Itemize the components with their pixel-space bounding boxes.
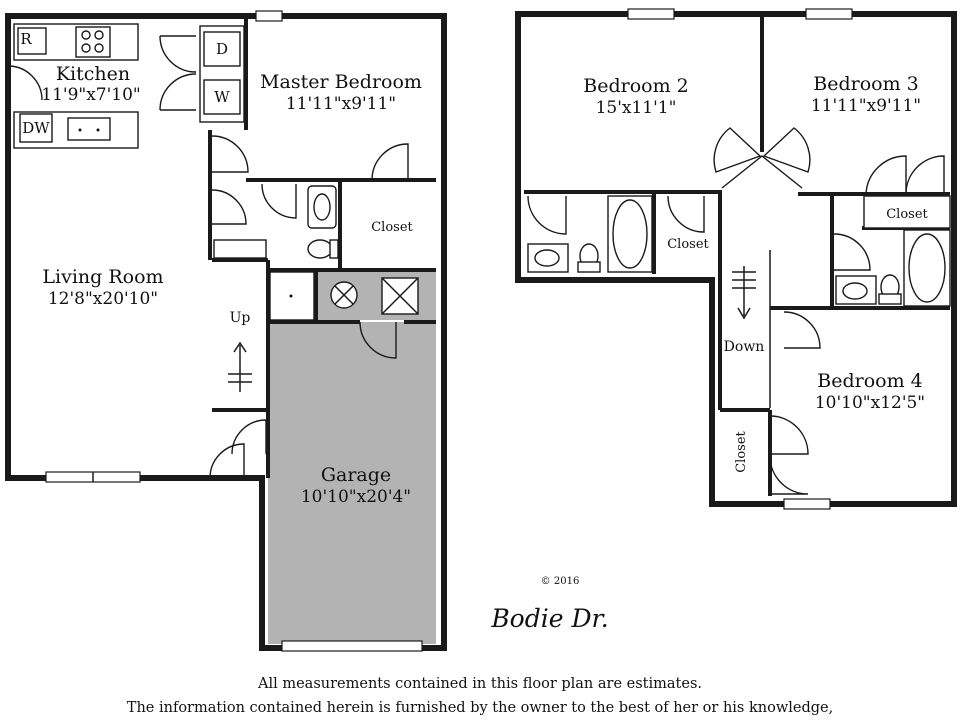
window — [255, 10, 283, 22]
closet-label: Closet — [371, 220, 413, 235]
dryer — [203, 31, 241, 67]
closet-label: Closet — [734, 430, 749, 472]
second-floor-outer-wall — [515, 11, 957, 507]
stairs-down-label: Down — [724, 339, 765, 355]
window — [805, 8, 853, 20]
closet-box — [863, 195, 951, 229]
bedroom-2-name: Bedroom 2 — [583, 75, 688, 97]
master-bedroom-name: Master Bedroom — [260, 71, 422, 93]
property-title: Bodie Dr. — [491, 604, 609, 633]
dryer-label: D — [216, 40, 228, 58]
first-floor — [5, 10, 447, 652]
first-floor-interior-walls — [208, 16, 436, 478]
washer-label: W — [214, 88, 230, 106]
stairs-down-arrow — [732, 266, 756, 320]
garage-dims: 10'10"x20'4" — [301, 487, 411, 507]
garage-door — [281, 640, 423, 652]
copyright: © 2016 — [540, 576, 580, 587]
master-bedroom-dims: 11'11"x9'11" — [286, 94, 396, 114]
washer — [203, 79, 241, 115]
second-floor — [515, 8, 957, 510]
toilet — [307, 239, 333, 259]
disclaimer-line-2: The information contained herein is furn… — [126, 700, 834, 716]
stove — [75, 26, 111, 58]
first-floor-doors — [7, 35, 409, 479]
bedroom-3-name: Bedroom 3 — [813, 73, 918, 95]
stairs-up-label: Up — [230, 310, 251, 326]
bedroom-3-dims: 11'11"x9'11" — [811, 96, 921, 116]
first-floor-outer-wall — [5, 13, 447, 651]
closet-label: Closet — [667, 237, 709, 252]
bedroom-4-dims: 10'10"x12'5" — [815, 393, 925, 413]
stairs-up-arrow — [228, 341, 252, 392]
kitchen-name: Kitchen — [56, 63, 130, 85]
kitchen-dims: 11'9"x7'10" — [41, 85, 140, 105]
refrigerator-label: R — [20, 30, 32, 48]
bedroom-4-name: Bedroom 4 — [817, 370, 922, 392]
disclaimer-line-1: All measurements contained in this floor… — [257, 676, 702, 692]
closet-label: Closet — [886, 207, 928, 222]
garage-name: Garage — [321, 464, 391, 486]
kitchen-sink — [67, 117, 111, 141]
living-room-name: Living Room — [42, 266, 163, 288]
living-room-dims: 12'8"x20'10" — [48, 289, 158, 309]
dishwasher-label: DW — [22, 119, 50, 137]
dishwasher — [19, 113, 53, 143]
refrigerator — [17, 27, 47, 55]
linen-shelf — [213, 239, 267, 259]
garage-area — [268, 322, 436, 644]
bedroom-2-dims: 15'x11'1" — [596, 98, 677, 118]
second-floor-doors — [527, 127, 945, 495]
window — [783, 498, 831, 510]
window — [627, 8, 675, 20]
